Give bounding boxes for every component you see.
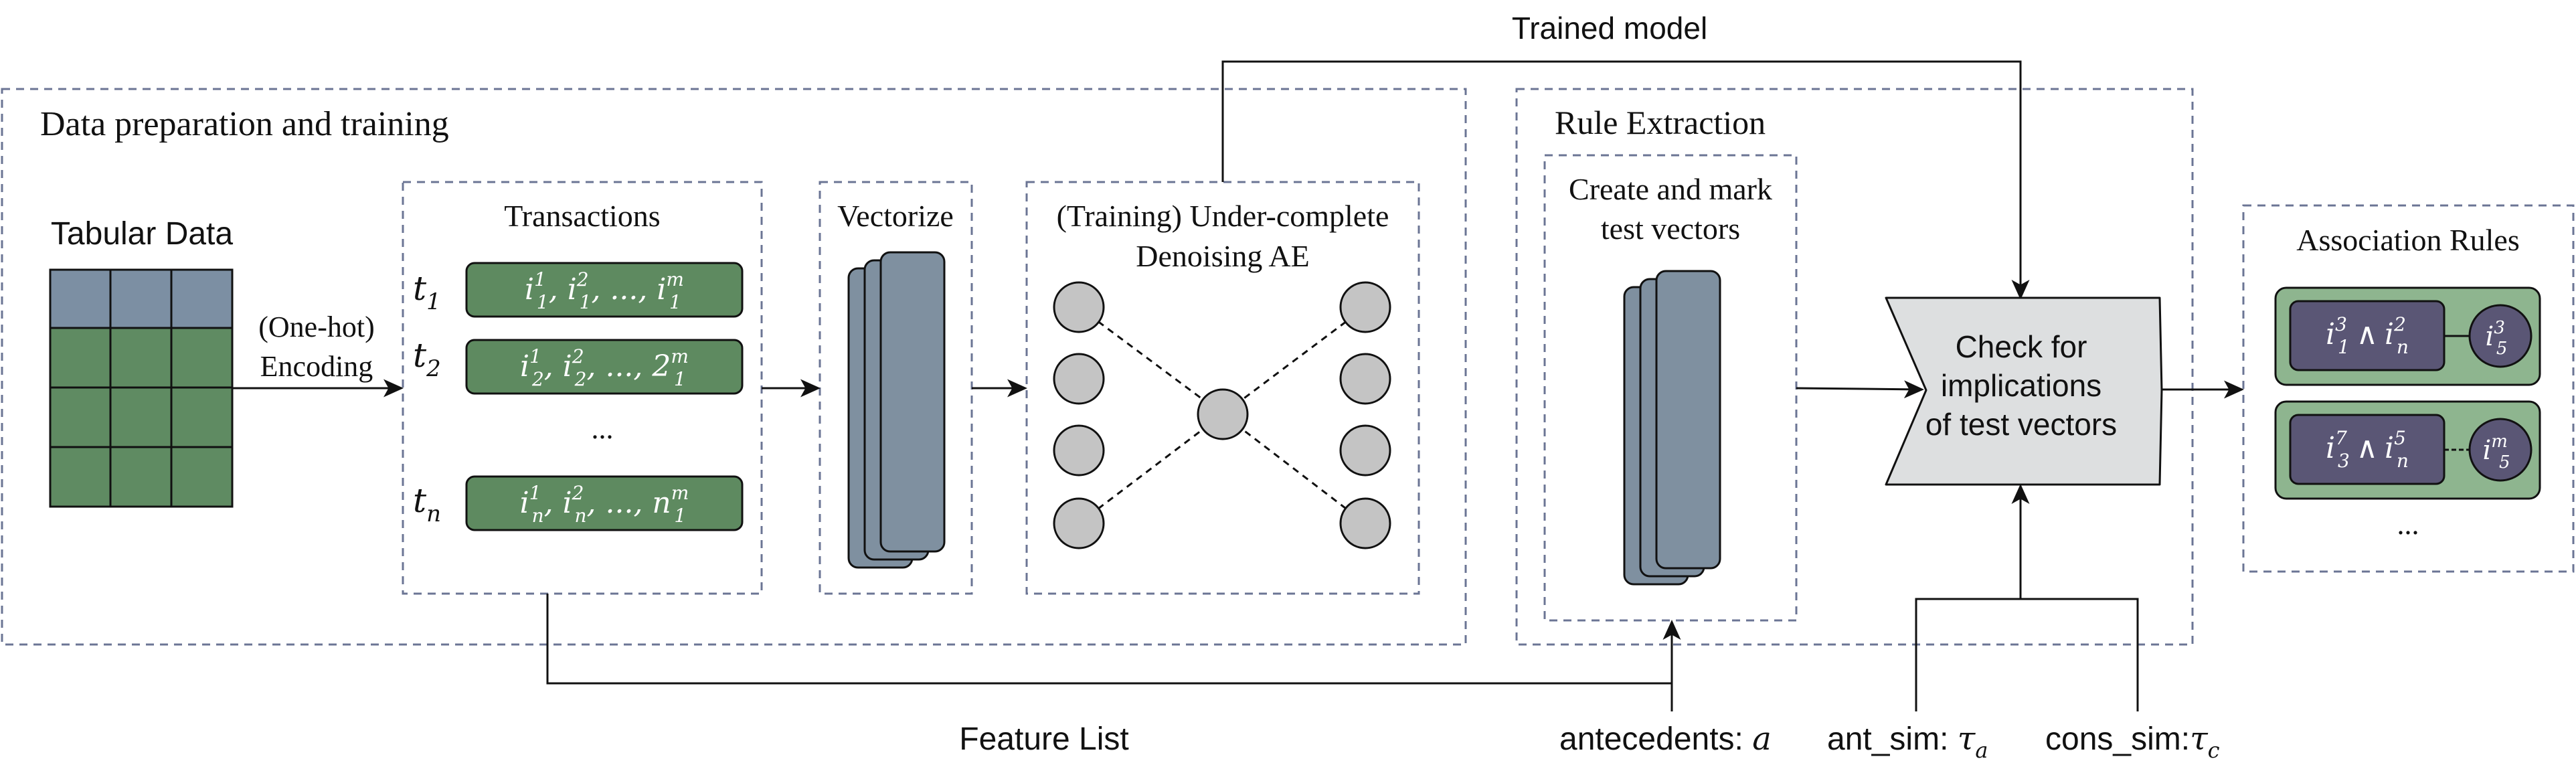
tabular-data-title: Tabular Data: [51, 216, 233, 252]
transaction-chip: [465, 339, 744, 395]
arrow-test-vectors-to-check: [1796, 380, 1924, 399]
input-node: [1053, 281, 1105, 333]
trained-model-label: Trained model: [1512, 11, 1707, 46]
data-cell: [109, 386, 173, 448]
cons-sim-label: cons_sim:τc: [2045, 720, 2220, 763]
data-cell: [170, 327, 234, 389]
transaction-label: t2: [413, 336, 441, 382]
header-cell: [109, 268, 173, 329]
check-implications-shape: [1885, 296, 2163, 486]
transactions-ellipsis: ...: [592, 412, 614, 445]
input-node: [1053, 497, 1105, 549]
vectorize-title: Vectorize: [837, 199, 954, 233]
input-node: [1053, 353, 1105, 405]
tabular-data-grid: [49, 268, 234, 508]
data-cell: [170, 446, 234, 508]
test-vectors-box: [1543, 154, 1798, 622]
test-vectors-stack: [1623, 270, 1721, 586]
rules-ellipsis: ...: [2397, 508, 2419, 541]
data-cell: [49, 327, 112, 389]
test-vectors-title-line2: test vectors: [1601, 211, 1740, 246]
data-prep-title: Data preparation and training: [40, 105, 449, 143]
encoding-label-line2: Encoding: [260, 350, 373, 383]
encoding-label-line1: (One-hot): [258, 311, 375, 343]
data-cell: [49, 386, 112, 448]
output-node: [1339, 353, 1391, 405]
rule-consequent-node: [2468, 418, 2532, 482]
check-label-line3: of test vectors: [1925, 407, 2117, 442]
transaction-label: t1: [413, 269, 441, 315]
vector-bar: [879, 251, 946, 553]
check-label-line2: implications: [1941, 368, 2101, 403]
bottleneck-node: [1197, 388, 1249, 440]
transactions-title: Transactions: [504, 199, 660, 233]
check-label-line1: Check for: [1956, 329, 2087, 364]
autoencoder-box: [1025, 181, 1420, 595]
rule-consequent-node: [2468, 304, 2532, 368]
data-cell: [109, 446, 173, 508]
antecedents-label: antecedents: a: [1559, 720, 1772, 758]
transaction-chip: [465, 262, 744, 318]
feature-list-connector: [546, 594, 1681, 685]
feature-list-label: Feature List: [959, 721, 1128, 757]
thresholds-connector: [1915, 598, 2139, 711]
autoencoder-title-line2: Denoising AE: [1136, 239, 1309, 273]
test-vector-bar: [1655, 270, 1721, 570]
header-cell: [49, 268, 112, 329]
association-rules-title: Association Rules: [2296, 223, 2519, 257]
transaction-label: tn: [413, 481, 441, 527]
transaction-chip: [465, 475, 744, 531]
output-node: [1339, 497, 1391, 549]
autoencoder-connections: [1078, 306, 1366, 525]
output-node: [1339, 281, 1391, 333]
data-cell: [49, 446, 112, 508]
autoencoder-nodes: [1053, 281, 1391, 549]
data-cell: [170, 386, 234, 448]
ant-sim-label: ant_sim: τa: [1827, 720, 1988, 763]
output-node: [1339, 424, 1391, 477]
data-cell: [109, 327, 173, 389]
header-cell: [170, 268, 234, 329]
test-vectors-title-line1: Create and mark: [1569, 172, 1772, 206]
trained-model-connector: [1221, 60, 2030, 300]
rule-extraction-title: Rule Extraction: [1555, 104, 1766, 141]
input-node: [1053, 424, 1105, 477]
vectorize-stack: [847, 251, 946, 569]
rule-extraction-panel: [1515, 88, 2194, 646]
autoencoder-title-line1: (Training) Under-complete: [1057, 199, 1389, 233]
data-preparation-panel: [1, 88, 1467, 646]
